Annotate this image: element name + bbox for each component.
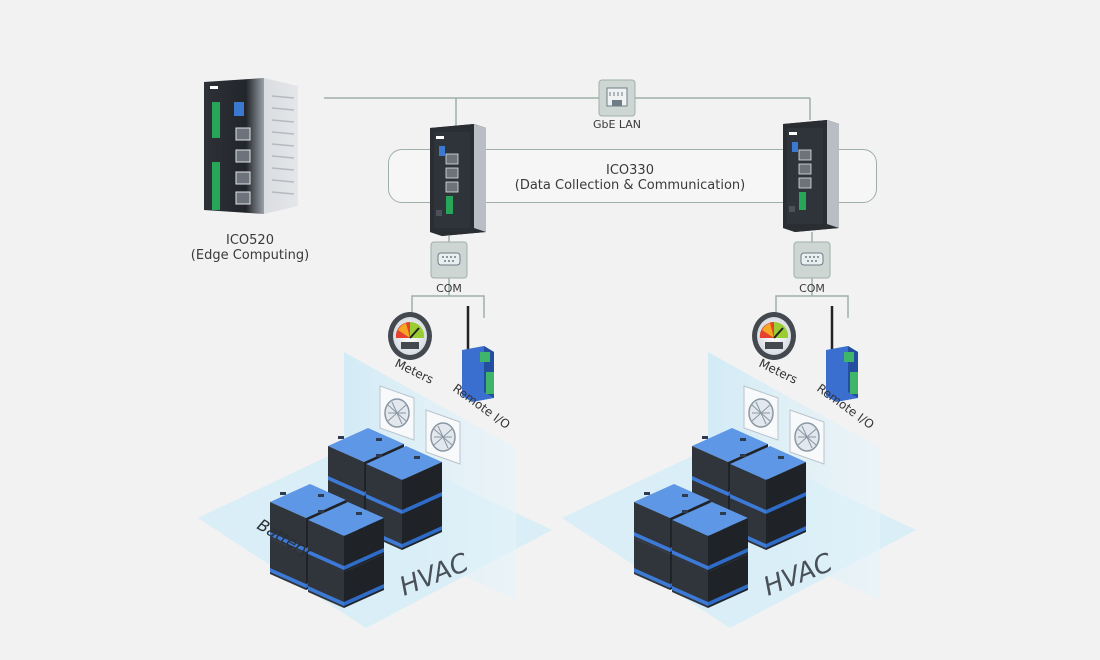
meter-gauge-icon-left bbox=[388, 312, 432, 360]
meter-gauge-icon-right bbox=[752, 312, 796, 360]
com-lines-left bbox=[411, 236, 485, 318]
ico520-role: (Edge Computing) bbox=[190, 248, 310, 263]
ico520-device-image bbox=[204, 78, 298, 214]
com-port-icon-right bbox=[793, 241, 831, 279]
meters-label-right: Meters bbox=[757, 356, 800, 387]
com-label-right: COM bbox=[799, 282, 825, 295]
ico520-name: ICO520 bbox=[226, 233, 274, 248]
remote-io-icon-left bbox=[462, 306, 494, 402]
meters-label-left: Meters bbox=[393, 356, 436, 387]
ico330-name: ICO330 bbox=[606, 163, 654, 178]
site-right bbox=[562, 306, 916, 628]
ethernet-port-icon bbox=[598, 79, 636, 117]
site-left bbox=[198, 306, 552, 628]
lan-lines bbox=[324, 97, 811, 126]
com-port-icon-left bbox=[430, 241, 468, 279]
lan-label: GbE LAN bbox=[592, 118, 642, 131]
com-lines-right bbox=[775, 232, 849, 318]
ico330-role: (Data Collection & Communication) bbox=[514, 178, 746, 193]
com-label-left: COM bbox=[436, 282, 462, 295]
remote-io-icon-right bbox=[826, 306, 858, 402]
